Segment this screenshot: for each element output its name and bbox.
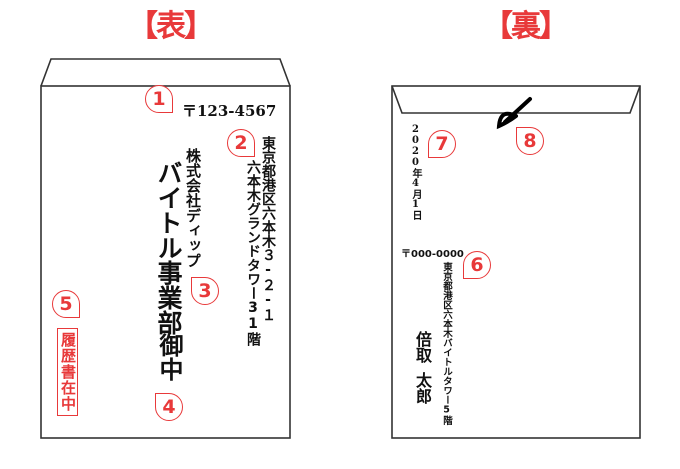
badge-3-recipient: 3: [191, 277, 219, 305]
seal-mark-icon: [496, 97, 532, 130]
badge-5-stamp: 5: [52, 290, 80, 318]
badge-6-sender: 6: [463, 251, 491, 279]
badge-4-honorific: 4: [155, 393, 183, 421]
sender-name-given: 太郎: [413, 372, 432, 404]
front-address-line2: 六本木グランドタワー31階: [245, 160, 261, 346]
badge-7-date: 7: [428, 130, 456, 158]
front-heading: 【表】: [128, 9, 214, 44]
front-postal-code: 〒123-4567: [182, 102, 277, 120]
back-heading: 【裏】: [483, 9, 569, 44]
badge-8-seal: 8: [516, 127, 544, 155]
badge-2-address: 2: [227, 129, 255, 157]
front-department: バイトル事業部: [154, 160, 183, 335]
front-address-line1: 東京都港区六本木３-２-１: [260, 136, 276, 322]
sender-name-family: 倍取: [413, 331, 432, 363]
back-address: 東京都港区六本木バイトルタワー5階: [441, 262, 452, 425]
back-date: 2020年4月1日: [410, 124, 421, 220]
resume-enclosed-stamp: 履歴書在中: [57, 328, 78, 416]
front-honorific: 御中: [155, 333, 183, 381]
front-company-name: 株式会社ディップ: [184, 148, 202, 268]
badge-1-postal: 1: [145, 85, 173, 113]
back-postal-code: 〒000-0000: [401, 249, 464, 260]
